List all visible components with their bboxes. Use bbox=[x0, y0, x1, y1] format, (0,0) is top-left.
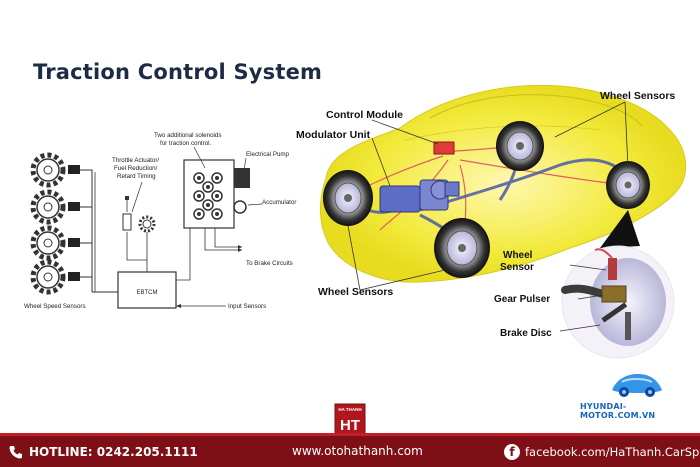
logo-top-text: HA THANH bbox=[338, 407, 361, 412]
hotline-link[interactable]: HOTLINE: 0242.205.1111 bbox=[8, 444, 198, 460]
timing-gear bbox=[138, 215, 156, 233]
brake-disc-label: Brake Disc bbox=[500, 328, 552, 339]
wheel-sensors-top-label: Wheel Sensors bbox=[600, 90, 675, 102]
wheel-sensors-bottom-label: Wheel Sensors bbox=[318, 286, 393, 298]
to-brake-label: To Brake Circuits bbox=[246, 260, 293, 267]
throttle-label-line1: Throttle Actuator/ bbox=[112, 157, 159, 164]
wheel-speed-gear-3 bbox=[30, 225, 66, 261]
rear-right-wheel bbox=[496, 121, 544, 171]
facebook-text: facebook.com/HaThanh.CarSpa bbox=[525, 445, 700, 459]
hathanh-logo: HA THANH HT bbox=[334, 403, 366, 437]
sensor-heads bbox=[68, 165, 80, 281]
control-module bbox=[433, 141, 455, 155]
control-module-label: Control Module bbox=[326, 109, 403, 121]
throttle-label-line2: Fuel Reduction/ bbox=[114, 165, 158, 172]
front-left-wheel bbox=[434, 218, 490, 278]
wheel-speed-gear-1 bbox=[30, 152, 66, 188]
wheel-speed-gear-2 bbox=[30, 189, 66, 225]
website-link[interactable]: www.otohathanh.com bbox=[292, 444, 423, 458]
zoom-pointer bbox=[600, 210, 640, 248]
logo-mark: HT bbox=[340, 417, 360, 434]
sensor-wires bbox=[80, 169, 118, 293]
throttle-label-line3: Retard Timing bbox=[117, 173, 156, 180]
accumulator-part bbox=[233, 200, 247, 214]
electrical-pump-label: Electrical Pump bbox=[246, 151, 290, 158]
wheel-speed-sensors-label: Wheel Speed Sensors bbox=[24, 303, 86, 310]
rear-left-wheel bbox=[323, 170, 373, 226]
modulator-unit bbox=[379, 179, 460, 213]
wheel-sensor-label-line2: Sensor bbox=[500, 262, 534, 273]
electrical-pump bbox=[234, 168, 250, 188]
hotline-text: HOTLINE: 0242.205.1111 bbox=[29, 445, 198, 459]
watermark-car-icon bbox=[612, 374, 662, 397]
footer-bar bbox=[0, 433, 700, 467]
modulator-unit-label: Modulator Unit bbox=[296, 129, 371, 141]
phone-icon bbox=[9, 446, 22, 459]
input-sensors-label: Input Sensors bbox=[228, 303, 266, 310]
facebook-link[interactable]: f facebook.com/HaThanh.CarSpa bbox=[504, 444, 700, 460]
solenoid-note-line2: for traction control. bbox=[160, 140, 212, 147]
ebtcm-box bbox=[117, 271, 177, 309]
gear-pulser-label: Gear Pulser bbox=[494, 294, 550, 305]
wheel-sensor-label-line1: Wheel bbox=[503, 250, 533, 261]
ebtcm-label: EBTCM bbox=[137, 290, 158, 296]
watermark-text: HYUNDAI-MOTOR.COM.VN bbox=[580, 402, 656, 420]
throttle-actuator bbox=[122, 213, 132, 231]
modulator-block bbox=[183, 159, 235, 229]
front-right-wheel bbox=[606, 161, 650, 209]
solenoid-note-line1: Two additional solenoids bbox=[154, 132, 221, 139]
detail-callout bbox=[561, 245, 675, 359]
wheel-speed-gear-4 bbox=[30, 259, 66, 295]
footer-accent bbox=[0, 433, 700, 436]
accumulator-label: Accumulator bbox=[262, 199, 296, 206]
page-title: Traction Control System bbox=[33, 60, 323, 84]
facebook-icon: f bbox=[504, 444, 520, 460]
